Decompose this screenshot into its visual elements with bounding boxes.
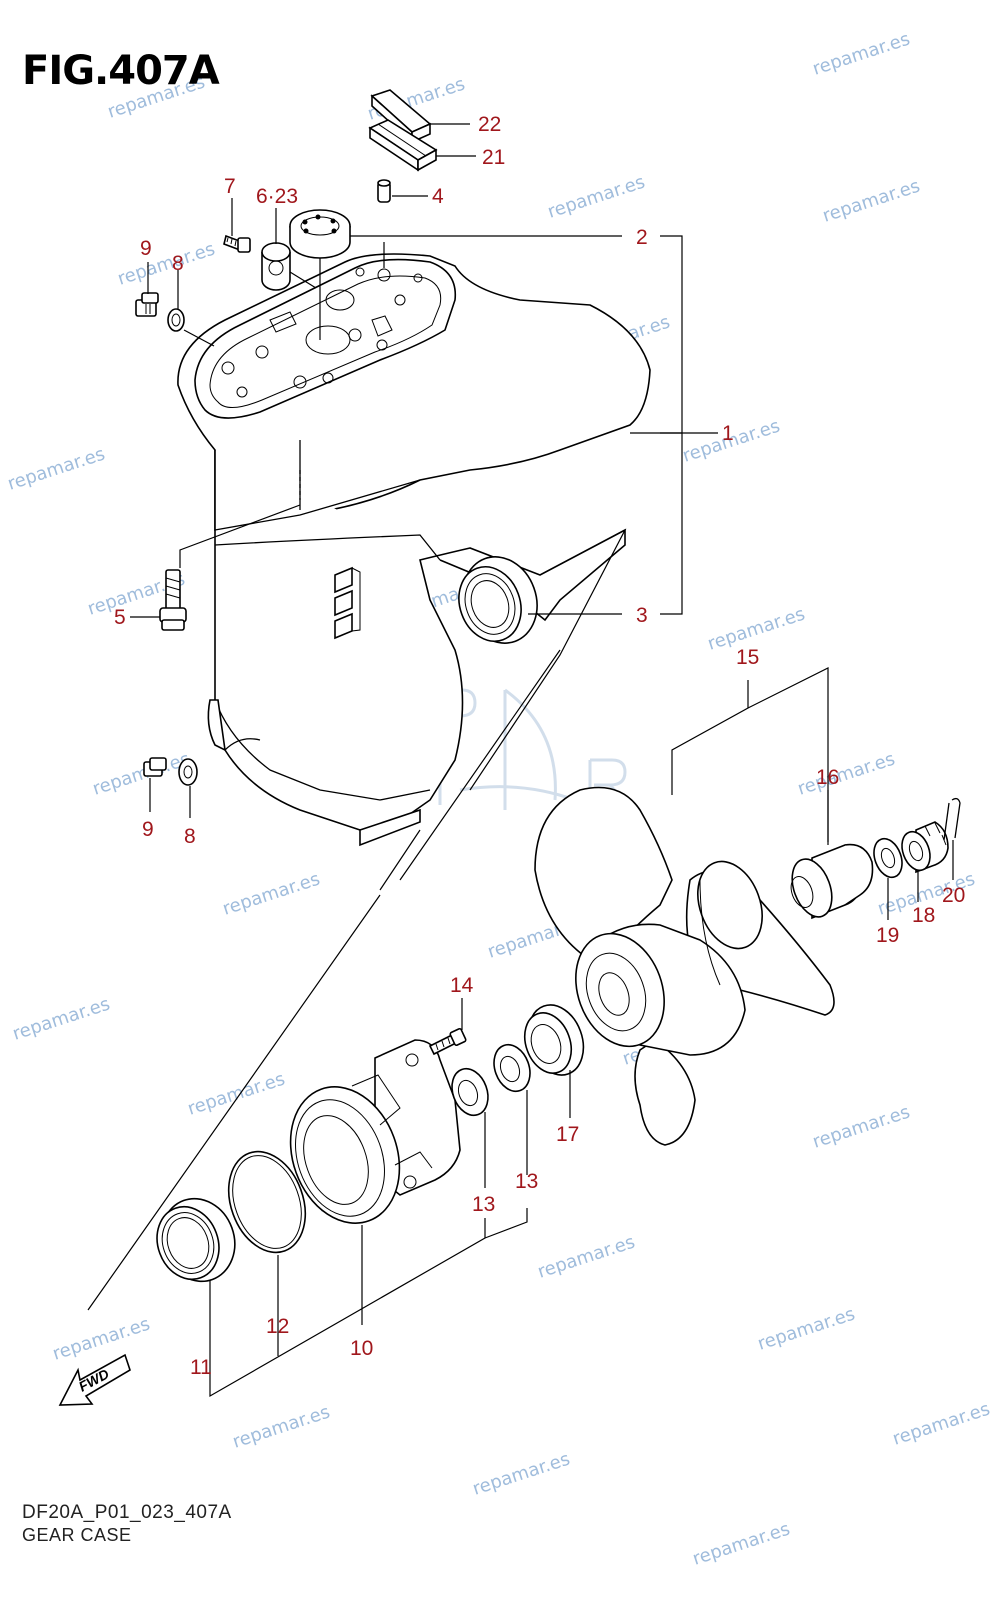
callout-10: 10 bbox=[350, 1337, 373, 1360]
bolt-14[interactable] bbox=[428, 1027, 467, 1056]
cotter-pin-20[interactable] bbox=[943, 797, 961, 841]
callout-3: 3 bbox=[636, 604, 648, 627]
callout-19: 19 bbox=[876, 924, 899, 947]
watermark-text: repamar.es bbox=[535, 1232, 638, 1283]
callout-4: 4 bbox=[432, 185, 444, 208]
watermark-text: repamar.es bbox=[50, 1314, 153, 1365]
callout-17: 17 bbox=[556, 1123, 579, 1146]
callout-8-lower: 8 bbox=[184, 825, 196, 848]
watermark-text: repamar.es bbox=[90, 749, 193, 800]
callout-9-lower: 9 bbox=[142, 818, 154, 841]
watermark-text: repamar.es bbox=[470, 1449, 573, 1500]
callout-9-upper: 9 bbox=[140, 237, 152, 260]
bearing-housing-10[interactable] bbox=[272, 1039, 461, 1239]
bolt-7[interactable] bbox=[223, 234, 251, 253]
figure-caption: GEAR CASE bbox=[22, 1525, 132, 1545]
callout-5: 5 bbox=[114, 606, 126, 629]
thrust-washer-17[interactable] bbox=[517, 997, 593, 1082]
dowel-pin-4[interactable] bbox=[377, 179, 391, 203]
watermark-text: repamar.es bbox=[230, 1402, 333, 1453]
callout-12: 12 bbox=[266, 1315, 289, 1338]
watermark-text: repamar.es bbox=[10, 994, 113, 1045]
watermark-text: repamar.es bbox=[795, 749, 898, 800]
callout-11: 11 bbox=[190, 1356, 212, 1379]
gasket-8-lower[interactable] bbox=[178, 758, 198, 786]
callout-18: 18 bbox=[912, 904, 935, 927]
callout-7: 7 bbox=[224, 175, 236, 198]
fwd-arrow-icon: FWD bbox=[58, 1353, 131, 1406]
watermark-text: repamar.es bbox=[690, 1519, 793, 1570]
callout-13a: 13 bbox=[472, 1193, 495, 1216]
plug-9-lower[interactable] bbox=[143, 757, 167, 777]
watermark-text: repamar.es bbox=[820, 176, 923, 227]
callout-6-23: 6·23 bbox=[256, 185, 298, 208]
castle-nut-18[interactable] bbox=[897, 821, 949, 874]
watermark-text: repamar.es bbox=[890, 1399, 993, 1450]
callout-22: 22 bbox=[478, 113, 501, 136]
oil-seal-13b[interactable] bbox=[488, 1040, 536, 1097]
callout-13b: 13 bbox=[515, 1170, 538, 1193]
watermark-text: repamar.es bbox=[810, 1102, 913, 1153]
callout-8-upper: 8 bbox=[172, 252, 184, 275]
watermark-text: repamar.es bbox=[810, 29, 913, 80]
watermark-text: repamar.es bbox=[755, 1304, 858, 1355]
oil-seal-13a[interactable] bbox=[446, 1064, 494, 1121]
watermark-text: repamar.es bbox=[185, 1069, 288, 1120]
assembly-axis-line bbox=[87, 649, 561, 1311]
callouts: 22 21 4 6·23 7 2 9 8 1 5 3 15 16 9 8 20 … bbox=[114, 113, 965, 1379]
gasket-8-upper[interactable] bbox=[167, 308, 185, 332]
callout-16: 16 bbox=[816, 766, 839, 789]
shim-21[interactable] bbox=[368, 119, 438, 172]
leader-lines bbox=[130, 123, 954, 1398]
bushing-6-23[interactable] bbox=[261, 242, 291, 291]
callout-21: 21 bbox=[482, 146, 505, 169]
bearing-3[interactable] bbox=[449, 546, 549, 653]
watermarks: repamar.es repamar.es repamar.es repamar… bbox=[5, 29, 993, 1570]
callout-1: 1 bbox=[722, 422, 734, 445]
watermark-text: repamar.es bbox=[545, 172, 648, 223]
watermark-text: repamar.es bbox=[5, 444, 108, 495]
bearing-2[interactable] bbox=[289, 209, 351, 259]
figure-code: DF20A_P01_023_407A bbox=[22, 1502, 232, 1523]
plug-9-upper[interactable] bbox=[135, 292, 159, 317]
figure-title: FIG.407A bbox=[22, 48, 220, 94]
washer-19[interactable] bbox=[869, 835, 907, 881]
gear-case-1[interactable] bbox=[177, 253, 651, 847]
watermark-text: repamar.es bbox=[115, 239, 218, 290]
assembly-axis-line bbox=[469, 528, 627, 791]
o-ring-12[interactable] bbox=[215, 1141, 318, 1263]
spacer-16[interactable] bbox=[785, 843, 874, 923]
bearing-11[interactable] bbox=[147, 1188, 246, 1292]
callout-20: 20 bbox=[942, 884, 965, 907]
callout-2: 2 bbox=[636, 226, 648, 249]
propeller-15[interactable] bbox=[534, 786, 835, 1146]
callout-15: 15 bbox=[736, 646, 759, 669]
watermark-text: repamar.es bbox=[220, 869, 323, 920]
callout-14: 14 bbox=[450, 974, 474, 997]
bolt-5[interactable] bbox=[159, 569, 187, 631]
